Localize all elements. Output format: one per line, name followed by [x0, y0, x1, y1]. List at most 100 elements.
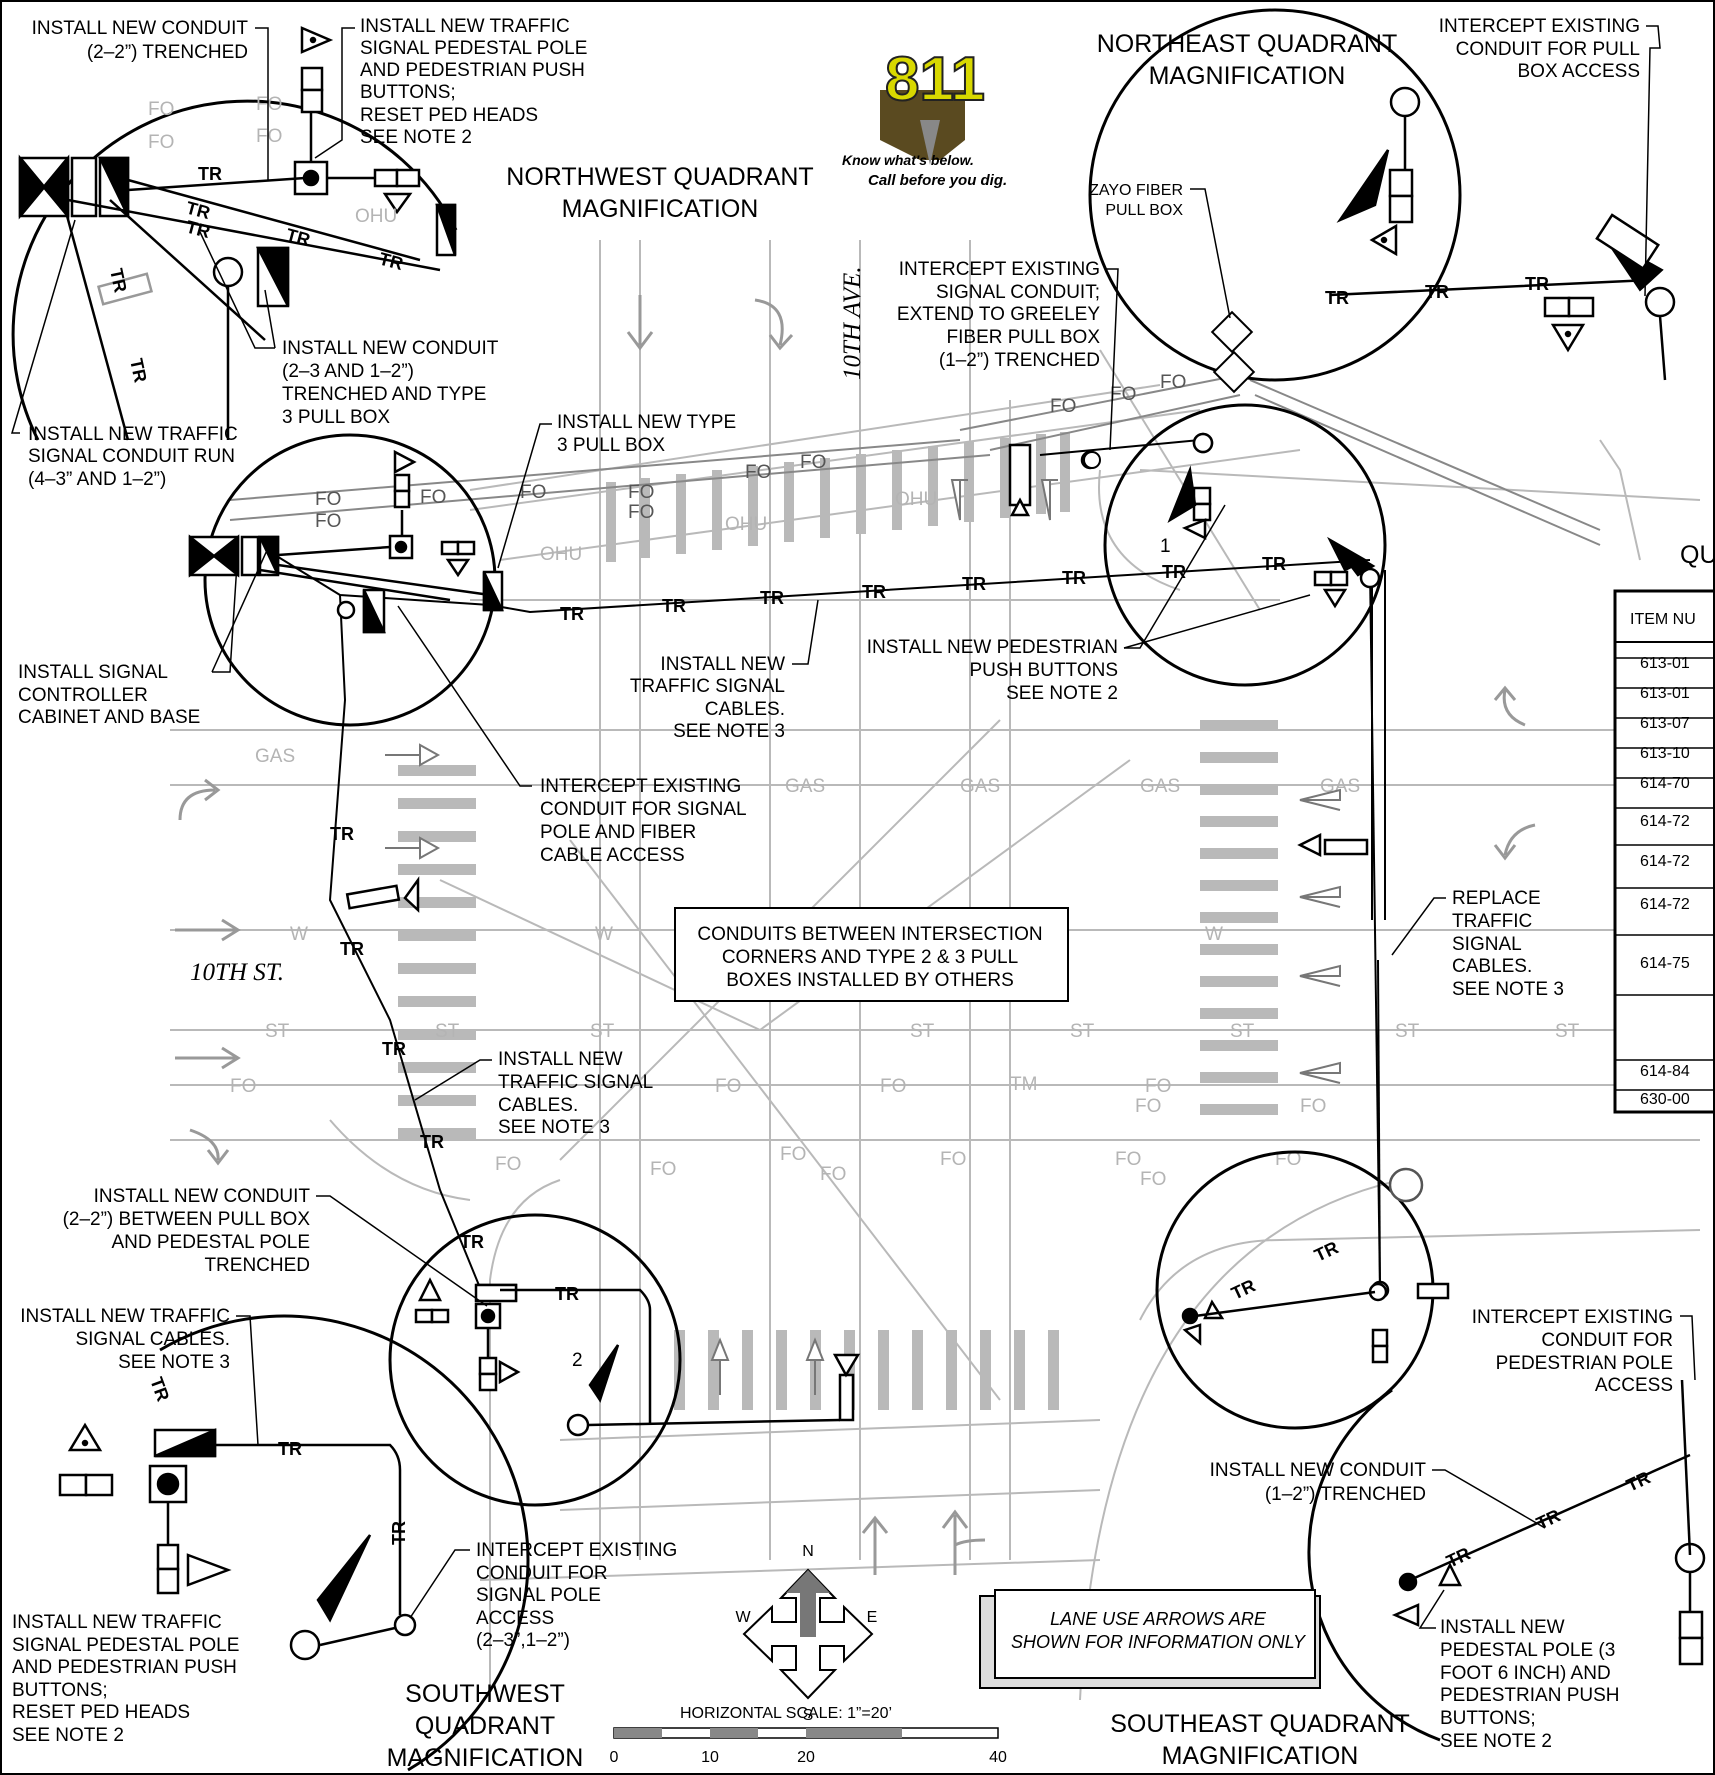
- svg-text:INSTALL NEW: INSTALL NEW: [660, 654, 785, 675]
- svg-text:ACCESS: ACCESS: [476, 1608, 554, 1629]
- svg-text:ST: ST: [1230, 1021, 1255, 1042]
- svg-text:INSTALL NEW: INSTALL NEW: [1440, 1617, 1565, 1638]
- svg-text:TRAFFIC SIGNAL: TRAFFIC SIGNAL: [498, 1072, 653, 1093]
- svg-text:ITEM NU: ITEM NU: [1630, 611, 1696, 628]
- svg-text:ST: ST: [910, 1021, 935, 1042]
- svg-text:CONDUIT FOR: CONDUIT FOR: [1541, 1330, 1673, 1351]
- svg-text:ACCESS: ACCESS: [1595, 1375, 1673, 1396]
- svg-text:CORNERS AND TYPE 2 & 3 PULL: CORNERS AND TYPE 2 & 3 PULL: [722, 947, 1018, 968]
- svg-text:RESET PED HEADS: RESET PED HEADS: [12, 1702, 190, 1723]
- quantity-table-item: 630-00: [1640, 1091, 1690, 1108]
- svg-text:INTERCEPT EXISTING: INTERCEPT EXISTING: [1472, 1307, 1673, 1328]
- svg-text:OHU: OHU: [895, 489, 937, 510]
- svg-text:BUTTONS;: BUTTONS;: [1440, 1708, 1536, 1729]
- svg-text:INSTALL NEW PEDESTRIAN: INSTALL NEW PEDESTRIAN: [867, 637, 1118, 658]
- svg-text:FO: FO: [1145, 1076, 1171, 1097]
- svg-text:Call before you dig.: Call before you dig.: [868, 172, 1007, 189]
- street-label-avenue: 10TH AVE.: [839, 266, 866, 380]
- svg-text:(2–2”) BETWEEN PULL BOX: (2–2”) BETWEEN PULL BOX: [63, 1209, 311, 1230]
- svg-text:(4–3” AND 1–2”): (4–3” AND 1–2”): [28, 469, 166, 490]
- svg-text:INSTALL NEW TYPE: INSTALL NEW TYPE: [557, 412, 736, 433]
- svg-text:40: 40: [989, 1749, 1007, 1766]
- lane-use-arrows: [175, 295, 1536, 1575]
- svg-text:FO: FO: [1115, 1149, 1141, 1170]
- svg-text:FO: FO: [495, 1154, 521, 1175]
- svg-text:FO: FO: [880, 1076, 906, 1097]
- svg-text:TR: TR: [184, 217, 212, 243]
- north-arrow: N S E W: [735, 1543, 877, 1724]
- svg-text:NORTHWEST QUADRANT: NORTHWEST QUADRANT: [506, 163, 813, 191]
- svg-text:TR: TR: [760, 588, 784, 608]
- svg-text:TR: TR: [555, 1284, 579, 1304]
- svg-text:MAGNIFICATION: MAGNIFICATION: [1162, 1742, 1359, 1770]
- svg-text:CONTROLLER: CONTROLLER: [18, 685, 148, 706]
- nw-magnification-detail: [18, 26, 457, 441]
- svg-text:SEE NOTE 3: SEE NOTE 3: [118, 1352, 230, 1373]
- svg-text:TRENCHED: TRENCHED: [204, 1255, 310, 1276]
- pull-boxes: [1083, 310, 1256, 469]
- svg-text:ST: ST: [1555, 1021, 1580, 1042]
- svg-text:MAGNIFICATION: MAGNIFICATION: [1149, 62, 1346, 90]
- svg-text:FO: FO: [1275, 1149, 1301, 1170]
- svg-text:PUSH BUTTONS: PUSH BUTTONS: [969, 660, 1118, 681]
- svg-text:TR: TR: [340, 939, 364, 959]
- svg-text:TRAFFIC SIGNAL: TRAFFIC SIGNAL: [630, 676, 785, 697]
- svg-text:SEE NOTE 3: SEE NOTE 3: [1452, 979, 1564, 1000]
- svg-text:(1–2”) TRENCHED: (1–2”) TRENCHED: [939, 350, 1100, 371]
- svg-text:N: N: [802, 1543, 814, 1560]
- svg-text:OHU: OHU: [355, 206, 397, 227]
- svg-text:FO: FO: [256, 126, 282, 147]
- svg-text:SOUTHEAST QUADRANT: SOUTHEAST QUADRANT: [1110, 1710, 1410, 1738]
- svg-text:NORTHEAST QUADRANT: NORTHEAST QUADRANT: [1097, 30, 1398, 58]
- svg-text:ST: ST: [265, 1021, 290, 1042]
- svg-text:SEE NOTE 2: SEE NOTE 2: [1440, 1731, 1552, 1752]
- lane-use-note-box: LANE USE ARROWS ARE SHOWN FOR INFORMATIO…: [979, 1589, 1321, 1689]
- svg-text:TR: TR: [1425, 282, 1449, 302]
- svg-text:FO: FO: [715, 1076, 741, 1097]
- svg-text:(2–3”,1–2”): (2–3”,1–2”): [476, 1630, 570, 1651]
- svg-text:FO: FO: [628, 482, 654, 503]
- svg-text:SIGNAL CABLES.: SIGNAL CABLES.: [75, 1329, 230, 1350]
- svg-text:FIBER PULL BOX: FIBER PULL BOX: [947, 327, 1101, 348]
- svg-text:SEE NOTE 2: SEE NOTE 2: [1006, 683, 1118, 704]
- svg-text:Know what's below.: Know what's below.: [842, 152, 974, 168]
- svg-text:INSTALL SIGNAL: INSTALL SIGNAL: [18, 662, 168, 683]
- svg-text:BUTTONS;: BUTTONS;: [360, 82, 456, 103]
- svg-text:SIGNAL PEDESTAL POLE: SIGNAL PEDESTAL POLE: [12, 1635, 239, 1656]
- svg-text:SIGNAL POLE: SIGNAL POLE: [476, 1585, 601, 1606]
- svg-text:TR: TR: [1062, 568, 1086, 588]
- quantity-table-item: 614-75: [1640, 955, 1690, 972]
- svg-text:FO: FO: [820, 1164, 846, 1185]
- svg-text:FO: FO: [520, 482, 546, 503]
- svg-text:BOX ACCESS: BOX ACCESS: [1518, 61, 1641, 82]
- svg-text:FO: FO: [1050, 396, 1076, 417]
- quadrant-titles: NORTHWEST QUADRANT MAGNIFICATION NORTHEA…: [387, 30, 1410, 1772]
- svg-text:TR: TR: [106, 267, 131, 295]
- logo-811: 811 Know what's below. Call before you d…: [842, 44, 1007, 189]
- center-note-box: CONDUITS BETWEEN INTERSECTION CORNERS AN…: [674, 907, 1069, 1002]
- svg-text:W: W: [735, 1609, 751, 1626]
- svg-text:FO: FO: [650, 1159, 676, 1180]
- svg-text:TR: TR: [330, 824, 354, 844]
- quantity-table-item: 613-07: [1640, 715, 1690, 732]
- svg-text:QUADRANT: QUADRANT: [415, 1712, 555, 1740]
- svg-text:TR: TR: [420, 1132, 444, 1152]
- svg-text:AND PEDESTRIAN PUSH: AND PEDESTRIAN PUSH: [360, 60, 585, 81]
- svg-text:INTERCEPT EXISTING: INTERCEPT EXISTING: [540, 776, 741, 797]
- scale-bar: HORIZONTAL SCALE: 1”=20’ 0 10 20 40: [610, 1705, 1007, 1766]
- svg-text:TR: TR: [560, 604, 584, 624]
- svg-text:TR: TR: [1525, 274, 1549, 294]
- svg-text:FO: FO: [780, 1144, 806, 1165]
- svg-text:TR: TR: [1533, 1505, 1563, 1533]
- svg-text:FO: FO: [1140, 1169, 1166, 1190]
- svg-text:QU: QU: [1680, 541, 1715, 569]
- svg-text:CONDUIT FOR: CONDUIT FOR: [476, 1563, 608, 1584]
- svg-text:INSTALL NEW CONDUIT: INSTALL NEW CONDUIT: [1210, 1460, 1427, 1481]
- svg-text:CABLES.: CABLES.: [498, 1095, 578, 1116]
- svg-text:BOXES INSTALLED BY OTHERS: BOXES INSTALLED BY OTHERS: [726, 970, 1014, 991]
- svg-text:FO: FO: [745, 462, 771, 483]
- svg-text:TR: TR: [862, 582, 886, 602]
- svg-text:FO: FO: [628, 502, 654, 523]
